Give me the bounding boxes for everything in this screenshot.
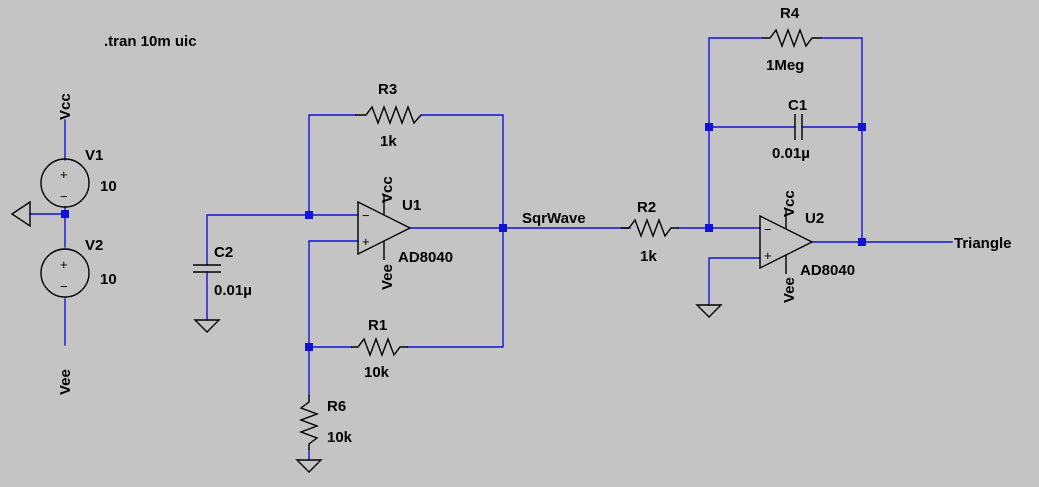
- u1-minus-sign: −: [362, 208, 370, 223]
- vcc-net-label: Vcc: [57, 93, 74, 120]
- r6-ground-icon: [295, 459, 323, 473]
- r1-r6-junction: [305, 343, 313, 351]
- v1-minus-sign: −: [60, 189, 68, 204]
- u2-minus-sign: −: [764, 222, 772, 237]
- u2-label: U2: [805, 210, 824, 227]
- r3-right-wire: [420, 114, 504, 229]
- u2-noninv-wire: [708, 257, 761, 306]
- r1-left-wire: [308, 346, 352, 396]
- v2-minus-sign: −: [60, 279, 68, 294]
- r2-label: R2: [637, 199, 656, 216]
- u1-opamp[interactable]: − +: [357, 196, 412, 260]
- r4-zigzag: [762, 28, 822, 48]
- u2-opamp[interactable]: − +: [759, 210, 814, 274]
- r4-value: 1Meg: [766, 57, 804, 74]
- v1-label: V1: [85, 147, 103, 164]
- r1-label: R1: [368, 317, 387, 334]
- v2-plus-sign: +: [60, 257, 68, 272]
- v2-source[interactable]: + −: [40, 248, 90, 298]
- c2-ground-icon: [193, 319, 221, 333]
- triangle-net-label: Triangle: [954, 235, 1012, 252]
- r3-left-wire: [308, 114, 356, 216]
- r3-value: 1k: [380, 133, 397, 150]
- r2-zigzag: [621, 218, 679, 238]
- r2-value: 1k: [640, 248, 657, 265]
- power-supply: + − + − V1 10 V2 10 Vcc Vee: [10, 93, 117, 395]
- r6-label: R6: [327, 398, 346, 415]
- c1-label: C1: [788, 97, 807, 114]
- r1-right-wire: [407, 227, 504, 348]
- u1-label: U1: [402, 197, 421, 214]
- u2-plus-sign: +: [764, 248, 772, 263]
- u2-inv-junction: [705, 224, 713, 232]
- feedback-left-wire: [708, 37, 763, 229]
- v1-symbol: [40, 158, 90, 208]
- r1-value: 10k: [364, 364, 390, 381]
- u1-noninv-wire: [308, 240, 359, 348]
- sqrwave-net-label: SqrWave: [522, 210, 586, 227]
- u2-ground-icon: [695, 304, 723, 318]
- supply-junction: [61, 210, 69, 218]
- c2-label: C2: [214, 244, 233, 261]
- integrator-stage: R2 1k R4 1Meg C1 0.01µ − + U2 AD8040 Vcc…: [621, 5, 1012, 318]
- r1-resistor[interactable]: [351, 337, 408, 357]
- c1-capacitor[interactable]: [794, 114, 803, 140]
- c2-capacitor[interactable]: [193, 264, 221, 273]
- v2-label: V2: [85, 237, 103, 254]
- c1-left-junction: [705, 123, 713, 131]
- v1-plus-sign: +: [60, 167, 68, 182]
- supply-ground-icon: [10, 200, 31, 228]
- u1-model: AD8040: [398, 249, 453, 266]
- u1-vcc-pin-label: Vcc: [379, 176, 396, 203]
- u2-model: AD8040: [800, 262, 855, 279]
- u1-inv-junction: [305, 211, 313, 219]
- r2-resistor[interactable]: [621, 218, 679, 238]
- c1-plates: [794, 114, 803, 140]
- u2-vee-pin-label: Vee: [781, 277, 798, 303]
- u2-vcc-pin-label: Vcc: [781, 190, 798, 217]
- r6-resistor[interactable]: [299, 395, 319, 450]
- r6-value: 10k: [327, 429, 353, 446]
- vee-net-label: Vee: [57, 369, 74, 395]
- square-wave-stage: C2 0.01µ R3 1k − + U1 AD8040 Vcc Vee R1 …: [193, 81, 631, 473]
- u2-out-junction: [858, 238, 866, 246]
- r3-zigzag: [355, 105, 422, 125]
- c1-right-junction: [858, 123, 866, 131]
- u1-out-junction: [499, 224, 507, 232]
- r4-resistor[interactable]: [762, 28, 822, 48]
- r3-resistor[interactable]: [355, 105, 422, 125]
- r1-zigzag: [351, 337, 408, 357]
- c1-value: 0.01µ: [772, 145, 810, 162]
- u1-plus-sign: +: [362, 234, 370, 249]
- r6-zigzag: [299, 395, 319, 450]
- r3-label: R3: [378, 81, 397, 98]
- r4-right-wire: [821, 37, 863, 243]
- v1-value: 10: [100, 178, 117, 195]
- v2-value: 10: [100, 271, 117, 288]
- u1-vee-pin-label: Vee: [379, 264, 396, 290]
- c2-value: 0.01µ: [214, 282, 252, 299]
- c2-plates: [193, 264, 221, 273]
- spice-directive[interactable]: .tran 10m uic: [104, 33, 197, 50]
- v1-source[interactable]: + −: [40, 158, 90, 208]
- r4-label: R4: [780, 5, 800, 22]
- v2-symbol: [40, 248, 90, 298]
